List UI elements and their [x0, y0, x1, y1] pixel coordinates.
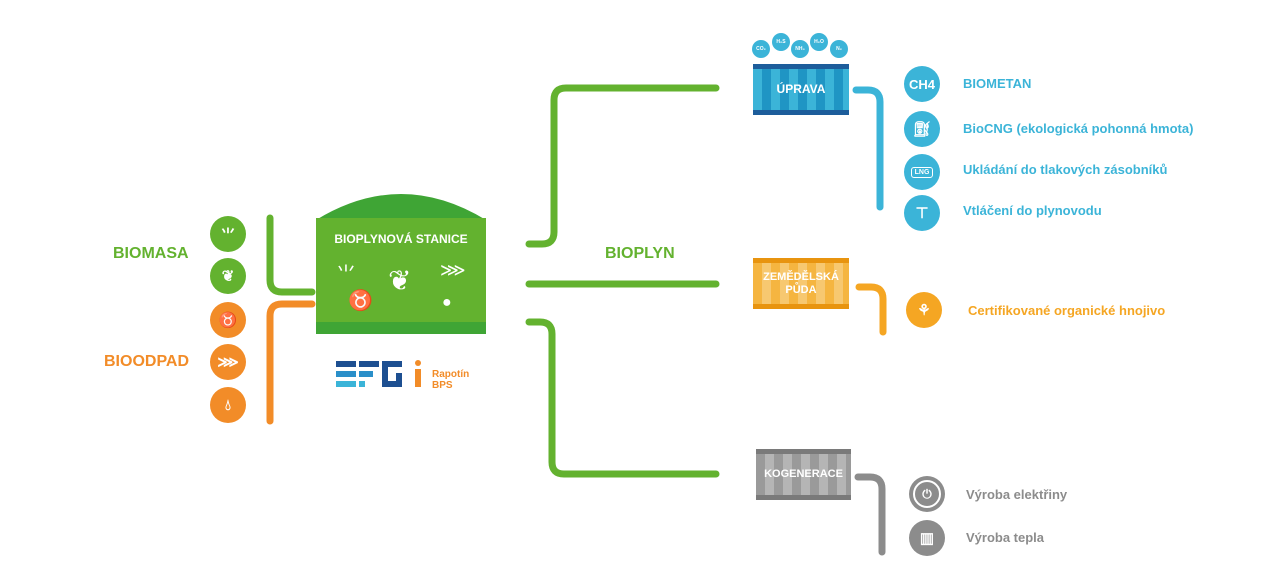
bioplyn-label: BIOPLYN [605, 245, 675, 262]
leaf-icon: ❦ [210, 258, 246, 294]
bioplynova-stanice: BIOPLYNOVÁ STANICE ⺌ ❦ ⋙ ♉ ● [316, 194, 486, 334]
item-hnojivo: Certifikované organické hnojivo [968, 303, 1166, 318]
logo-site-name: Rapotín [432, 369, 470, 380]
station-title: BIOPLYNOVÁ STANICE [334, 232, 468, 246]
logo-site: Rapotín BPS [432, 369, 469, 391]
item-plynovod: Vtláčení do plynovodu [963, 203, 1102, 218]
lng-text: LNG [910, 166, 934, 178]
station-shape [316, 194, 486, 334]
logo-site-bps: BPS [432, 380, 453, 391]
puda-label-2: PŮDA [785, 283, 817, 296]
ch4-icon: CH4 [904, 66, 940, 102]
item-zasobniky: Ukládání do tlakových zásobníků [963, 162, 1168, 177]
item-teplo: Výroba tepla [966, 530, 1045, 545]
item-elektrina: Výroba elektřiny [966, 487, 1068, 502]
bioplyn-line-top [525, 84, 720, 248]
uprava-box: ÚPRAVA [753, 64, 849, 115]
drop-icon: ● [442, 294, 452, 311]
uprava-line [852, 86, 884, 211]
biomasa-line [266, 214, 316, 296]
kogenerace-box: KOGENERACE [756, 449, 851, 500]
cow-icon: ♉ [210, 302, 246, 338]
cow-icon: ♉ [348, 290, 373, 312]
fertilizer-bag-icon: ⚘ [906, 292, 942, 328]
efg-logo-mark [336, 361, 402, 387]
item-biocng: BioCNG (ekologická pohonná hmota) [963, 121, 1194, 136]
item-biometan: BIOMETAN [963, 76, 1032, 91]
gas-h2o: H₂O [810, 33, 828, 51]
grass-icon: ⺌ [336, 264, 356, 286]
grass-icon: ⺌ [210, 216, 246, 252]
biomasa-label: BIOMASA [113, 245, 189, 262]
gas-nh3: NH₃ [791, 40, 809, 58]
leaf-icon: ❦ [388, 265, 412, 296]
drop-icon: 💧︎ [210, 387, 246, 423]
gas-h2s: H₂S [772, 33, 790, 51]
radiator-icon: ▥ [909, 520, 945, 556]
plug-icon: ⏻ [909, 476, 945, 512]
gas-co2: CO₂ [752, 40, 770, 58]
bioodpad-label: BIOODPAD [104, 353, 190, 370]
valve-icon: ⊤ [904, 195, 940, 231]
puda-label-1: ZEMĚDĚLSKÁ [763, 270, 839, 283]
gas-n2: N₂ [830, 40, 848, 58]
efg-logo [336, 361, 406, 394]
logo-i-icon [415, 360, 422, 388]
kogenerace-line [854, 473, 886, 556]
fish-bone-icon: ⋙ [210, 344, 246, 380]
bioplyn-line-bottom [525, 318, 720, 478]
fish-bone-icon: ⋙ [440, 260, 466, 280]
puda-box: ZEMĚDĚLSKÁ PŮDA [753, 258, 849, 309]
lng-icon: LNG [904, 154, 940, 190]
fuel-pump-icon: ⛽︎ [904, 111, 940, 147]
bioodpad-line [266, 300, 316, 425]
puda-line [855, 283, 887, 336]
